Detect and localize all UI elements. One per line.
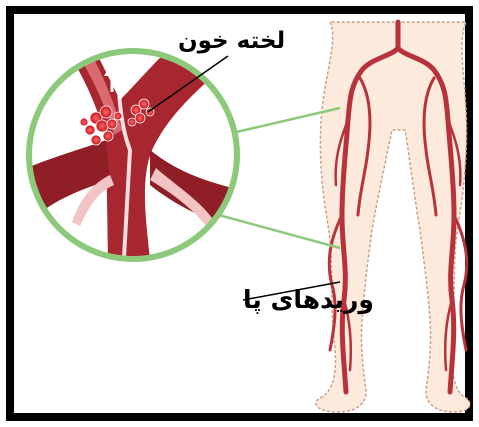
- leg-veins-label: وریدهای پا: [243, 285, 374, 314]
- clot-label: لخته خون: [178, 28, 285, 54]
